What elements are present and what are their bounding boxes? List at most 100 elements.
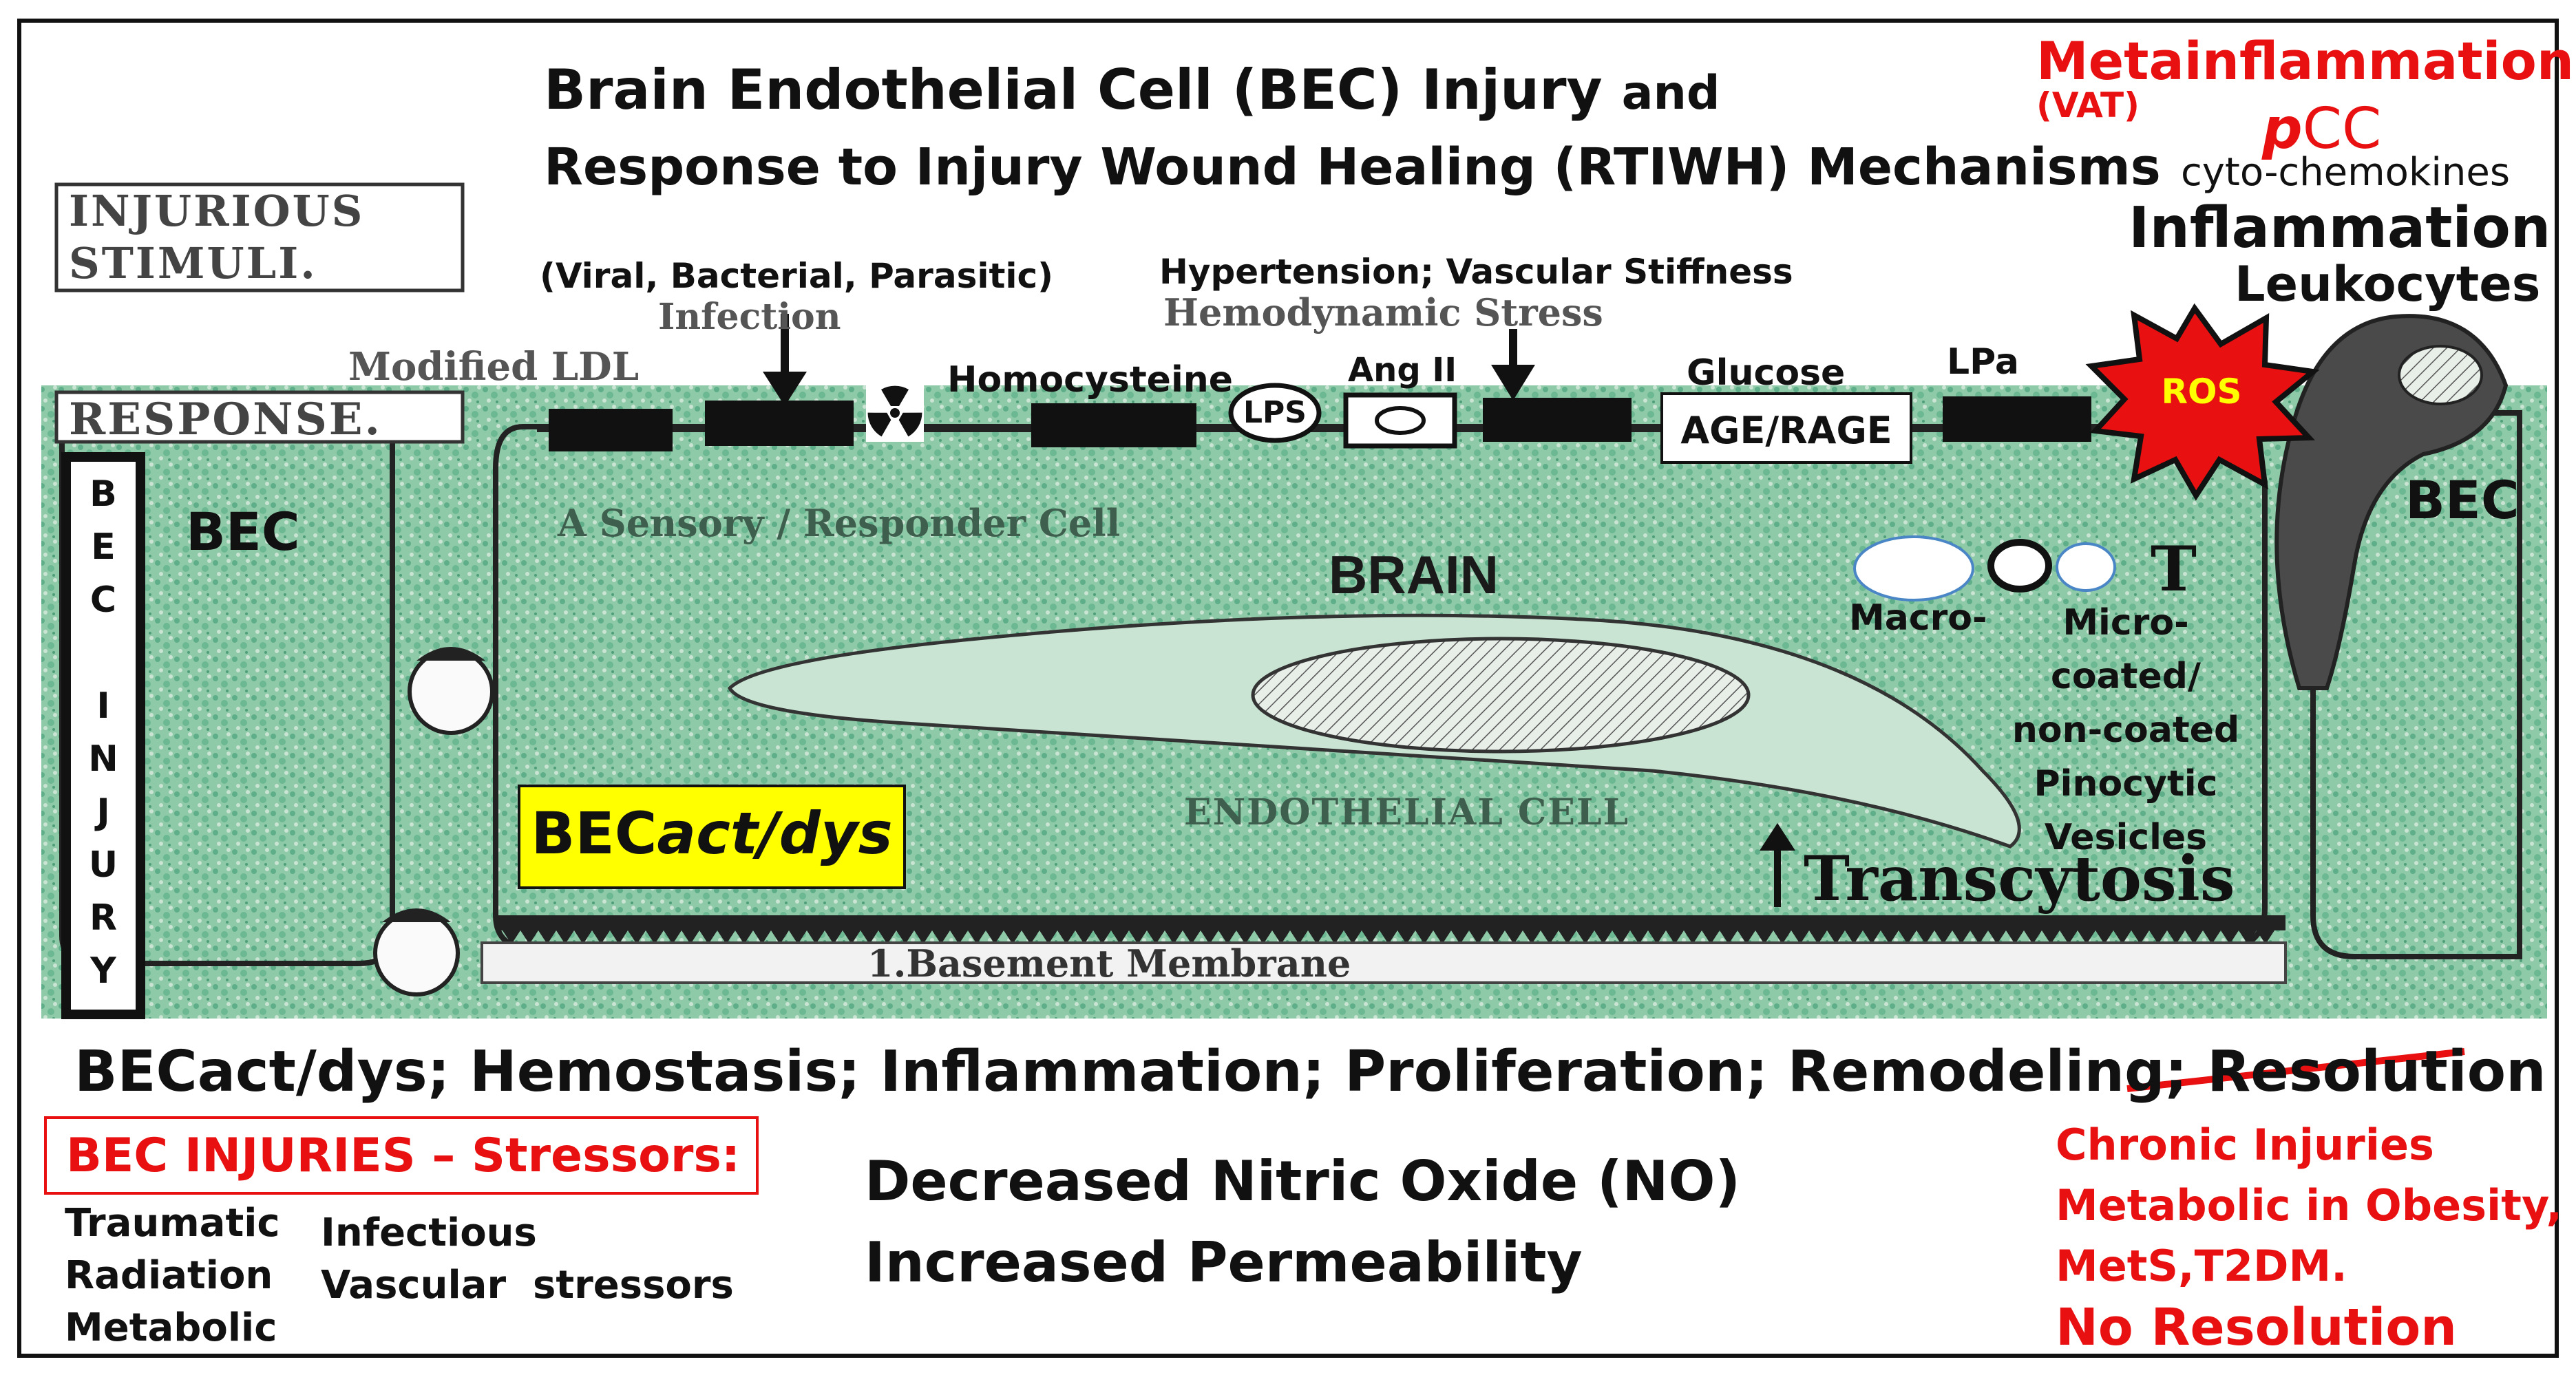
brain-label: BRAIN [1329, 544, 1499, 605]
starburst-icon [2085, 303, 2320, 501]
stressor-item: Traumatic [65, 1201, 280, 1246]
becact-label: BECact/dys [519, 800, 905, 867]
pcc-label: pCC [2262, 96, 2381, 162]
homocysteine-label: Homocysteine [947, 359, 1234, 401]
junction-cap-upper [416, 647, 485, 661]
becact-highlight-box [518, 785, 906, 889]
stressors-title: BEC INJURIES – Stressors: [66, 1129, 741, 1183]
macro-label: Macro- [1849, 597, 1987, 639]
micro-vesicle-line: Vesicles [2044, 817, 2208, 858]
becact-italic: act/dys [657, 800, 893, 867]
pcc-p: p [2262, 96, 2303, 162]
becact-prefix: BEC [531, 800, 657, 867]
micro-vesicle-line: Pinocytic [2034, 763, 2218, 804]
noncoated-vesicle [2056, 542, 2116, 592]
micro-vesicle-line: coated/ [2051, 656, 2201, 697]
micro-vesicle-line: Micro- [2062, 602, 2189, 643]
outer-frame [17, 19, 2559, 1358]
basement-membrane [496, 915, 2285, 944]
ang-ii-receptor-icon [1375, 406, 1426, 435]
leukocyte-shape [2274, 314, 2509, 690]
chronic-injury-item: Metabolic in Obesity, [2056, 1180, 2563, 1230]
hemodynamic-label: Hemodynamic Stress [1163, 290, 1603, 334]
response-label: RESPONSE. [69, 394, 382, 445]
basement-membrane-band [481, 941, 2287, 984]
bec-injury-letter: I [96, 685, 110, 727]
lpa-label: LPa [1947, 341, 2019, 383]
stressor-item: Radiation [65, 1253, 273, 1298]
age-rage-label: AGE/RAGE [1680, 409, 1892, 452]
response-mechanisms-text: BECact/dys; Hemostasis; Inflammation; Pr… [74, 1039, 2188, 1105]
sensory-responder-label: A Sensory / Responder Cell [558, 501, 1121, 545]
arrow-up-icon [1760, 823, 1795, 907]
endothelial-nucleus [1251, 637, 1751, 754]
junction-cap-lower [382, 908, 451, 922]
inflammation-label: Inflammation [2129, 195, 2551, 261]
age-rage-box [1660, 392, 1912, 464]
bec-injury-letter: J [96, 791, 110, 833]
hypertension-label: Hypertension; Vascular Stiffness [1159, 252, 1793, 292]
response-box [54, 390, 465, 444]
bec-left-label: BEC [186, 501, 300, 562]
macro-vesicle [1853, 535, 1974, 601]
vesicle-t-label: T [2151, 533, 2197, 606]
chronic-injury-item: MetS,T2DM. [2056, 1241, 2347, 1291]
metainflammation-label: Metainflammation [2036, 30, 2574, 92]
bec-injury-vertical-box [61, 452, 145, 1019]
stimulus-bar-lpa [1943, 396, 2091, 442]
ang-ii-label: Ang II [1348, 351, 1457, 390]
title-main: Brain Endothelial Cell (BEC) Injury [544, 58, 1603, 122]
resolution-struck-text: Resolution [2207, 1039, 2546, 1105]
vat-label: (VAT) [2036, 85, 2140, 125]
cyto-chemokines-label: cyto-chemokines [2181, 150, 2511, 195]
stressors-title-box [44, 1116, 759, 1195]
bec-injury-letter: U [88, 844, 118, 886]
bec-injury-letter: N [88, 738, 118, 780]
decreased-no-label: Decreased Nitric Oxide (NO) [865, 1149, 1741, 1213]
injurious-stimuli-box [54, 182, 465, 292]
infection-types-label: (Viral, Bacterial, Parasitic) [540, 256, 1053, 296]
tight-junction-lower [373, 910, 460, 996]
bec-injury-letter: B [89, 473, 117, 515]
injurious-label: INJURIOUS [69, 186, 365, 236]
stimulus-bar-hemodynamic [1483, 398, 1632, 442]
lps-marker [1228, 383, 1322, 443]
stressor-item: Vascular stressors [321, 1263, 734, 1308]
response-mechanisms-line: BECact/dys; Hemostasis; Inflammation; Pr… [74, 1039, 2546, 1105]
title-and: and [1621, 66, 1720, 120]
bec-right-label: BEC [2405, 469, 2520, 531]
bec-injury-letter: C [89, 579, 117, 621]
bec-injury-letter: E [91, 526, 116, 568]
stimuli-label: STIMULI. [69, 238, 317, 288]
stimulus-bar-homocysteine [1031, 403, 1196, 447]
resolution-strikethrough [2126, 1048, 2465, 1092]
modified-ldl-label: Modified LDL [348, 344, 640, 390]
coated-vesicle [1987, 539, 2052, 593]
leukocytes-label: Leukocytes [2235, 256, 2541, 312]
stimulus-bar-ldl [549, 409, 673, 451]
lps-label: LPS [1243, 395, 1307, 430]
bec-injury-letter: R [89, 897, 118, 939]
infection-label: Infection [658, 296, 841, 338]
glucose-label: Glucose [1687, 352, 1846, 394]
leukocyte-nucleus [2398, 345, 2483, 405]
pcc-cc: CC [2302, 96, 2382, 162]
arrow-down-icon [763, 314, 807, 406]
chronic-injury-item: Chronic Injuries [2056, 1120, 2434, 1170]
increased-permeability-label: Increased Permeability [865, 1230, 1583, 1294]
bec-injury-letter: Y [90, 950, 116, 992]
basement-membrane-label: 1.Basement Membrane [867, 941, 1351, 985]
radiation-icon [866, 384, 924, 442]
tight-junction-upper [408, 648, 494, 735]
stressor-item: Metabolic [65, 1305, 277, 1350]
no-resolution-label: No Resolution [2056, 1298, 2457, 1357]
stimulus-bar-infection [705, 401, 854, 446]
ang-ii-box [1343, 392, 1457, 449]
ros-label: ROS [2161, 372, 2242, 412]
